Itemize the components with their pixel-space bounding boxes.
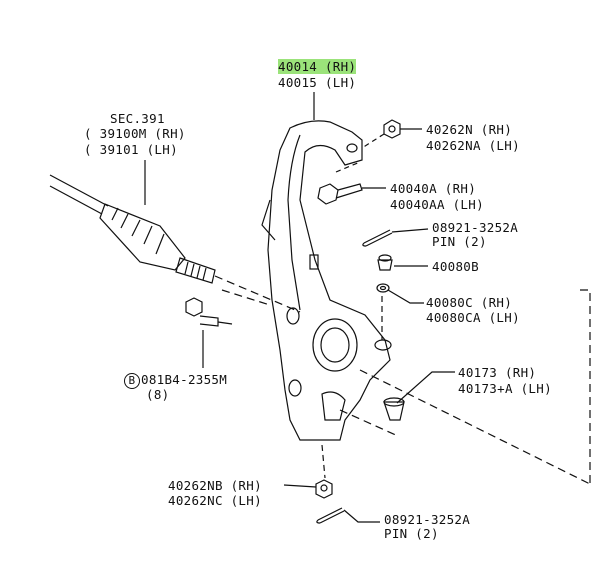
- nut-upper: [361, 119, 422, 149]
- knuckle-rh-label: 40014 (RH): [278, 59, 357, 74]
- nut-lower-lh-label: 40262NC (LH): [168, 493, 262, 508]
- washer-rh-label: 40080C (RH): [426, 295, 513, 310]
- nut-lower-rh-label: 40262NB (RH): [168, 478, 262, 493]
- cotter-pin-upper: [362, 228, 429, 247]
- bolt-rh-label: 40040A (RH): [390, 181, 477, 196]
- highlighted-part-number: 40014 (RH): [278, 59, 357, 74]
- cotter-pin-lower: [316, 507, 380, 524]
- pin-upper-qty-label: PIN (2): [432, 234, 487, 249]
- pin-lower-part-label: 08921-3252A: [384, 512, 471, 527]
- bolt-lh-label: 40040AA (LH): [390, 197, 484, 212]
- nut-mid-label: 40080B: [432, 259, 479, 274]
- drive-shaft: [49, 174, 301, 313]
- steering-knuckle: [261, 92, 392, 441]
- drive-shaft-lh-label: ( 39101 (LH): [84, 142, 178, 157]
- hub-bolt: [185, 289, 271, 368]
- bushing-rh-label: 40173 (RH): [458, 365, 537, 380]
- drive-shaft-rh-label: ( 39100M (RH): [84, 126, 186, 141]
- nut-upper-rh-label: 40262N (RH): [426, 122, 513, 137]
- pin-lower-qty-label: PIN (2): [384, 526, 439, 541]
- pin-upper-part-label: 08921-3252A: [432, 220, 519, 235]
- washer-lh-label: 40080CA (LH): [426, 310, 520, 325]
- drive-shaft-section-label: SEC.391: [110, 111, 165, 126]
- knuckle-lh-label: 40015 (LH): [278, 75, 357, 90]
- bushing: [339, 289, 591, 485]
- bushing-lh-label: 40173+A (LH): [458, 381, 552, 396]
- nut-upper-lh-label: 40262NA (LH): [426, 138, 520, 153]
- washer: [376, 283, 424, 340]
- nut-mid: [377, 254, 428, 271]
- nut-lower: [283, 444, 333, 499]
- b-marker-icon: B: [124, 373, 140, 389]
- hub-bolt-qty-label: (8): [146, 387, 170, 402]
- bolt: [317, 161, 386, 205]
- hub-bolt-part-number: 081B4-2355M: [141, 372, 228, 387]
